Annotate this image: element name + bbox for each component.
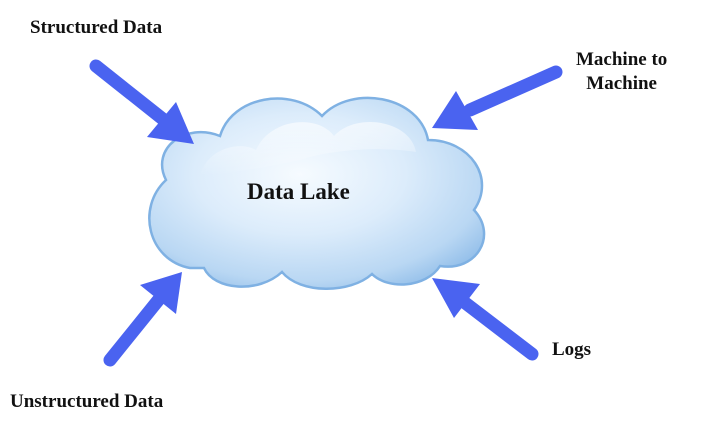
label-machine-to-machine-line2: Machine xyxy=(586,73,657,94)
label-unstructured-data: Unstructured Data xyxy=(10,391,164,412)
label-logs: Logs xyxy=(552,339,592,360)
arrow-structured-data xyxy=(89,59,194,144)
label-machine-to-machine-line1: Machine to xyxy=(576,49,668,70)
label-structured-data: Structured Data xyxy=(30,17,163,38)
arrow-machine-to-machine xyxy=(432,65,563,130)
label-machine-to-machine: Machine to Machine xyxy=(576,48,667,96)
arrow-unstructured-data xyxy=(103,272,182,367)
label-data-lake: Data Lake xyxy=(247,179,350,204)
cloud-shape xyxy=(148,96,486,290)
arrow-logs xyxy=(432,278,539,361)
